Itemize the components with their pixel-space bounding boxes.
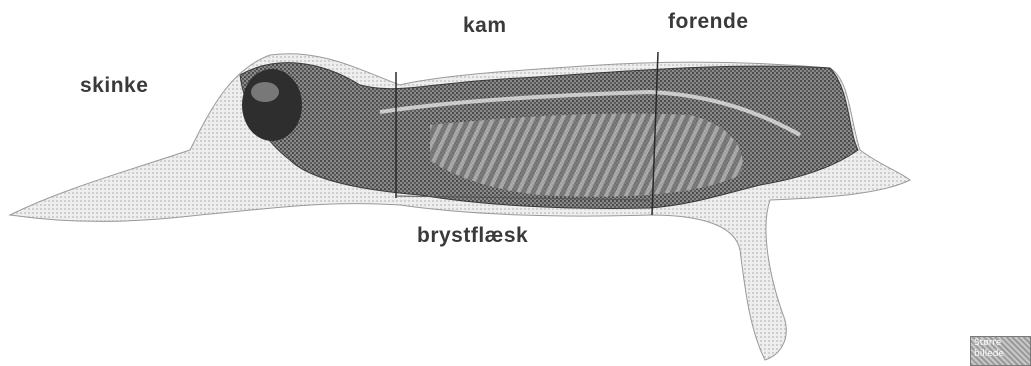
label-skinke: skinke	[80, 74, 148, 98]
enlarge-image-button[interactable]: Større billede	[970, 336, 1031, 366]
label-forende: forende	[668, 10, 749, 34]
ham-bone-highlight	[251, 82, 279, 102]
enlarge-button-line1: Større	[974, 338, 1027, 349]
ham-bone	[242, 69, 302, 141]
enlarge-button-line2: billede	[974, 349, 1027, 360]
label-kam: kam	[463, 14, 507, 38]
label-brystflaesk: brystflæsk	[417, 224, 528, 248]
